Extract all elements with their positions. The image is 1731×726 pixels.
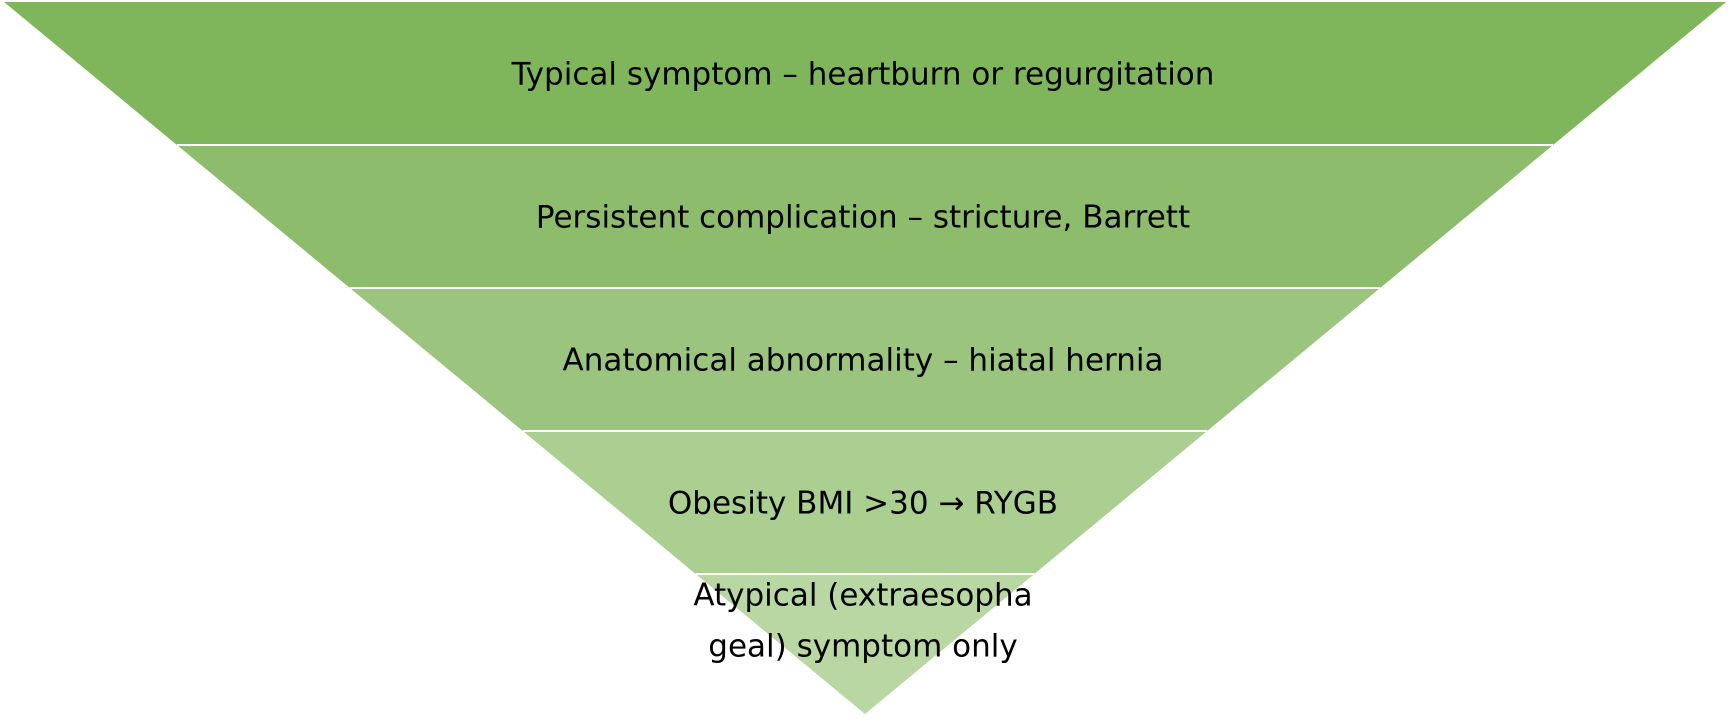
funnel-tier-5-label: Atypical (extraesopha [693,578,1032,614]
funnel-tier-separators [176,144,1554,575]
funnel-tier-5 [695,574,1035,714]
funnel-tier-4-label: Obesity BMI >30 → RYGB [668,486,1058,522]
funnel-tier-5-label: geal) symptom only [708,629,1017,665]
funnel-tier-2-label: Persistent complication – stricture, Bar… [536,200,1190,236]
funnel-tier-1 [4,2,1726,145]
funnel-tier-shapes [4,2,1726,714]
funnel-tier-2 [176,145,1554,288]
funnel-tier-labels: Typical symptom – heartburn or regurgita… [511,57,1215,665]
funnel-tier-1-label: Typical symptom – heartburn or regurgita… [511,57,1215,93]
funnel-tier-3 [349,288,1381,431]
funnel-tier-4 [522,431,1208,574]
funnel-tier-3-label: Anatomical abnormality – hiatal hernia [563,343,1164,379]
